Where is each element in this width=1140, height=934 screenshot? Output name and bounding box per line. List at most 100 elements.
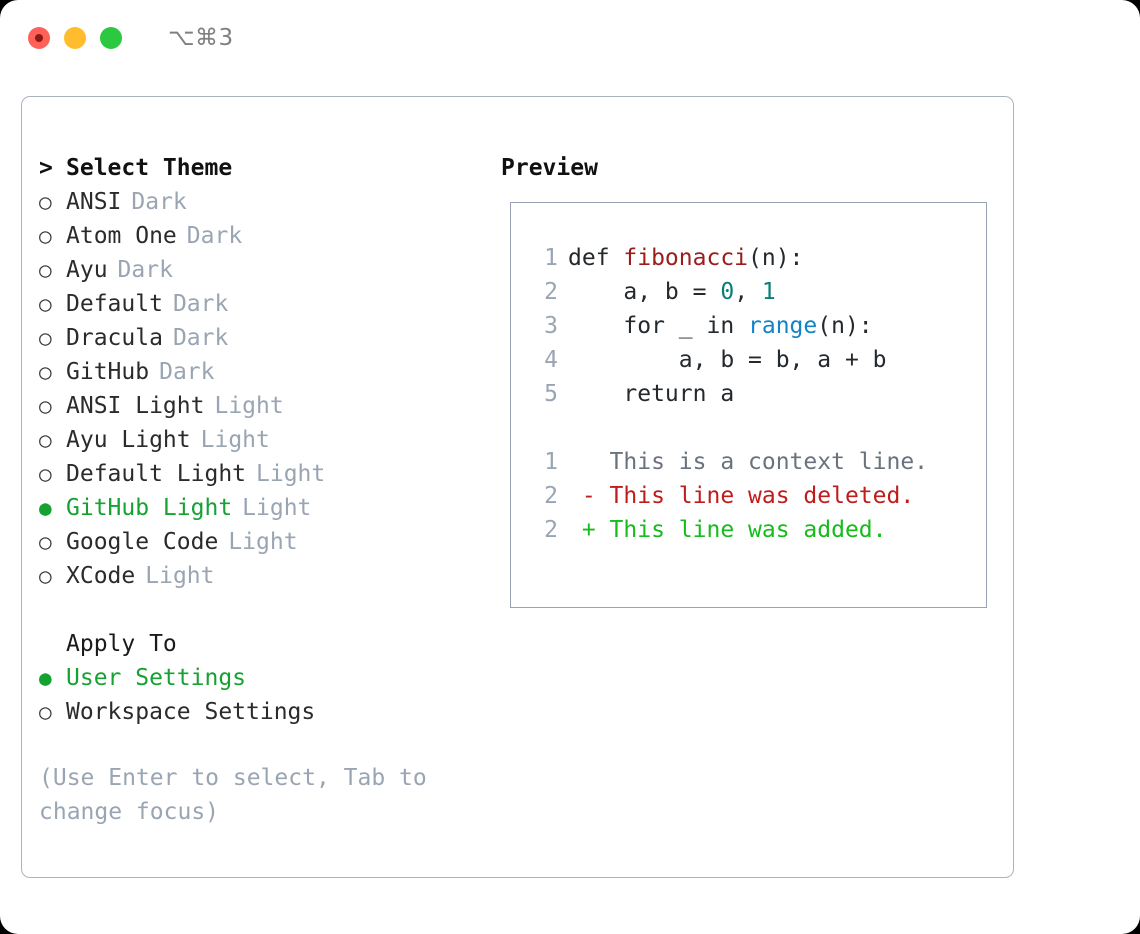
theme-list-title: > Select Theme — [39, 151, 499, 185]
diff-line-text: + This line was added. — [568, 513, 887, 547]
diff-sign — [568, 449, 610, 475]
code-token-plain: , — [734, 279, 762, 305]
title-bar: ⌥⌘3 — [0, 0, 1140, 76]
code-line: 3 for _ in range(n): — [530, 309, 978, 343]
line-number: 2 — [544, 483, 558, 509]
code-line-text: return a — [568, 377, 734, 411]
diff-sign: - — [568, 483, 610, 509]
theme-item-label: ANSI — [66, 189, 122, 215]
apply-to-option[interactable]: ○ Workspace Settings — [39, 695, 499, 729]
diff-line: 2 + This line was added. — [530, 513, 978, 547]
apply-to-title-label: Apply To — [66, 631, 177, 657]
radio-unselected-icon[interactable]: ○ — [39, 224, 52, 248]
theme-list-item[interactable]: ○ GitHub Dark — [39, 355, 499, 389]
theme-variant-tag: Dark — [117, 257, 173, 283]
code-token-plain: a, b = — [568, 279, 721, 305]
code-line-text: def fibonacci(n): — [568, 241, 803, 275]
minimize-button-icon[interactable] — [64, 27, 86, 49]
theme-list-item[interactable]: ○ ANSI Dark — [39, 185, 499, 219]
radio-unselected-icon[interactable]: ○ — [39, 258, 52, 282]
radio-unselected-icon[interactable]: ○ — [39, 530, 52, 554]
radio-selected-icon[interactable]: ● — [39, 496, 52, 520]
code-token-plain: (n): — [748, 245, 804, 271]
line-number: 4 — [544, 347, 558, 373]
radio-unselected-icon[interactable]: ○ — [39, 700, 52, 724]
maximize-button-icon[interactable] — [100, 27, 122, 49]
code-token-num: 1 — [761, 279, 776, 305]
radio-selected-icon[interactable]: ● — [39, 666, 52, 690]
radio-unselected-icon[interactable]: ○ — [39, 292, 52, 316]
radio-unselected-icon[interactable]: ○ — [39, 564, 52, 588]
theme-variant-tag: Light — [145, 563, 215, 589]
theme-variant-tag: Dark — [131, 189, 187, 215]
theme-variant-tag: Dark — [159, 359, 215, 385]
preview-title: Preview — [501, 155, 598, 181]
diff-content: This line was added. — [609, 517, 887, 543]
diff-line: 2 - This line was deleted. — [530, 479, 978, 513]
keyboard-hint-text: (Use Enter to select, Tab to change focu… — [39, 765, 441, 825]
line-number: 2 — [544, 279, 558, 305]
code-token-plain: return a — [568, 381, 735, 407]
theme-variant-tag: Light — [228, 529, 298, 555]
theme-variant-tag: Dark — [172, 325, 229, 351]
code-token-func: fibonacci — [623, 245, 749, 271]
close-button-icon[interactable] — [28, 27, 50, 49]
theme-item-label: Google Code — [66, 529, 219, 555]
theme-item-label: GitHub — [66, 359, 150, 385]
diff-line: 1 This is a context line. — [530, 445, 978, 479]
code-token-plain: a, b = b, a + b — [568, 347, 887, 373]
code-token-plain: (n): — [817, 313, 873, 339]
theme-item-label: Default — [66, 291, 163, 317]
diff-sample: 1 This is a context line.2 - This line w… — [530, 445, 978, 547]
radio-unselected-icon[interactable]: ○ — [39, 462, 52, 486]
diff-sign: + — [568, 517, 610, 543]
apply-to-option[interactable]: ●User Settings — [39, 661, 499, 695]
apply-to-list: ●User Settings ○ Workspace Settings — [39, 661, 499, 729]
code-line-text: a, b = b, a + b — [568, 343, 887, 377]
theme-item-label: ANSI Light — [66, 393, 205, 419]
diff-content: This line was deleted. — [609, 483, 915, 509]
keyboard-shortcut-label: ⌥⌘3 — [168, 25, 234, 51]
code-token-call: range — [748, 313, 818, 339]
code-line: 1 def fibonacci(n): — [530, 241, 978, 275]
diff-line-text: This is a context line. — [568, 445, 929, 479]
code-line: 2 a, b = 0, 1 — [530, 275, 978, 309]
radio-unselected-icon[interactable]: ○ — [39, 394, 52, 418]
theme-list-item[interactable]: ○ Google Code Light — [39, 525, 499, 559]
code-token-plain: def — [568, 245, 624, 271]
radio-unselected-icon[interactable]: ○ — [39, 326, 52, 350]
line-number: 1 — [544, 245, 558, 271]
line-number: 5 — [544, 381, 558, 407]
theme-item-label: Ayu Light — [66, 427, 191, 453]
radio-unselected-icon[interactable]: ○ — [39, 428, 52, 452]
code-line-text: a, b = 0, 1 — [568, 275, 776, 309]
theme-item-label: Default Light — [66, 461, 247, 487]
caret-icon: > — [39, 155, 53, 181]
apply-to-title: Apply To — [39, 627, 499, 661]
apply-to-option-label: Workspace Settings — [66, 699, 316, 725]
radio-unselected-icon[interactable]: ○ — [39, 360, 52, 384]
theme-list-item[interactable]: ○ Ayu Dark — [39, 253, 499, 287]
diff-line-text: - This line was deleted. — [568, 479, 914, 513]
line-number: 1 — [544, 449, 558, 475]
theme-item-label: Ayu — [66, 257, 108, 283]
line-number: 2 — [544, 517, 558, 543]
code-line: 5 return a — [530, 377, 978, 411]
radio-unselected-icon[interactable]: ○ — [39, 190, 52, 214]
diff-content: This is a context line. — [609, 449, 929, 475]
theme-item-label: Atom One — [66, 223, 177, 249]
